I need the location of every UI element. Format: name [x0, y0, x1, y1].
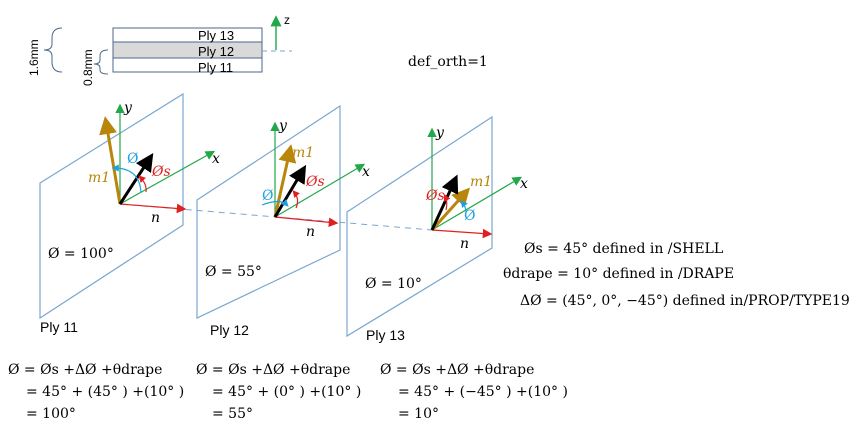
ply-13-plane: [346, 115, 493, 338]
ply-11-n-axis: [119, 203, 187, 214]
stack-ply-12-label: Ply 12: [198, 44, 234, 59]
ply-13-m1-label: m1: [470, 174, 492, 190]
ply-11-phis-arc: [138, 175, 147, 193]
formula-ply-13: Ø = Øs +ΔØ +θdrape = 45° + (−45° ) +(10°…: [380, 362, 568, 422]
ply-11-plane-group: x y n m1 Ø Øs Ø = 100° Ply 11: [39, 92, 220, 335]
definition-notes: Øs = 45° defined in /SHELL θdrape = 10° …: [503, 241, 850, 309]
formula-ply-11-line-1: Ø = Øs +ΔØ +θdrape: [8, 362, 162, 378]
ply-12-plane-group: x y n m1 Ø Øs Ø = 55° Ply 12: [196, 104, 370, 338]
ply-13-phi-arc: [460, 200, 468, 213]
ply-12-y-label: y: [278, 118, 288, 134]
dim-half-label: 0.8mm: [81, 49, 95, 86]
ply-11-x-axis: [119, 150, 216, 205]
ply-12-shell-vector: [273, 164, 307, 218]
ply-13-phis-arc: [443, 193, 451, 211]
formula-ply-12-line-1: Ø = Øs +ΔØ +θdrape: [196, 362, 350, 378]
ply-13-phis-label: Øs: [425, 188, 445, 204]
ply-13-plane-group: x y n m1 Ø Øs Ø = 10° Ply 13: [346, 115, 528, 343]
z-axis-label: z: [284, 13, 290, 27]
ply-11-phis-label: Øs: [151, 164, 171, 180]
ply-13-phi-value: Ø = 10°: [365, 276, 422, 292]
laminate-stack: Ply 13 Ply 12 Ply 11 1.6mm 0.8mm z: [27, 13, 292, 86]
ply-11-phi-value: Ø = 100°: [48, 246, 114, 262]
formula-ply-11-line-3: = 100°: [26, 406, 76, 422]
dim-total-label: 1.6mm: [27, 39, 41, 76]
def-orth-label: def_orth=1: [408, 54, 488, 70]
note-shell: Øs = 45° defined in /SHELL: [524, 241, 723, 257]
ply-13-y-label: y: [435, 125, 445, 141]
formula-ply-11: Ø = Øs +ΔØ +θdrape = 45° + (45° ) +(10° …: [8, 362, 184, 422]
ply-13-m1-vector: [430, 187, 471, 232]
note-drape: θdrape = 10° defined in /DRAPE: [503, 266, 734, 282]
ply-12-phis-label: Øs: [305, 174, 325, 190]
ply-13-x-label: x: [520, 176, 528, 192]
ply-11-m1-label: m1: [88, 170, 110, 186]
ply-13-name: Ply 13: [366, 327, 405, 343]
ply-11-shell-vector: [118, 152, 154, 205]
ply-12-x-axis: [274, 163, 366, 218]
ply-12-phi-arc: [261, 199, 289, 207]
formula-ply-12: Ø = Øs +ΔØ +θdrape = 45° + (0° ) +(10° )…: [196, 362, 361, 422]
stack-ply-11-label: Ply 11: [198, 60, 233, 75]
ply-11-y-label: y: [123, 100, 133, 116]
stack-ply-13-label: Ply 13: [198, 28, 234, 43]
ply-12-m1-label: m1: [292, 145, 314, 161]
ply-12-phi-value: Ø = 55°: [205, 264, 262, 280]
formula-ply-13-line-2: = 45° + (−45° ) +(10° ): [398, 384, 568, 400]
ply-12-phi-label: Ø: [262, 188, 273, 204]
ply-11-plane: [39, 92, 184, 320]
ply-13-shell-vector: [430, 174, 459, 231]
formula-ply-12-line-2: = 45° + (0° ) +(10° ): [212, 384, 361, 400]
ply-11-m1-vector: [99, 116, 122, 205]
brace-1-6mm: [43, 27, 63, 73]
ply-12-m1-vector: [273, 144, 297, 218]
ply-12-plane: [196, 104, 341, 319]
ply-13-x-axis: [431, 176, 523, 231]
ply-12-n-axis: [274, 216, 339, 228]
formula-ply-13-line-3: = 10°: [398, 406, 439, 422]
ply-11-name: Ply 11: [40, 319, 78, 335]
ply-11-phi-label: Ø: [127, 151, 138, 167]
formula-ply-11-line-2: = 45° + (45° ) +(10° ): [26, 384, 184, 400]
ply-13-phi-label: Ø: [464, 208, 475, 224]
ply-12-band: [112, 41, 263, 59]
ply-11-x-label: x: [212, 151, 220, 167]
formula-ply-13-line-1: Ø = Øs +ΔØ +θdrape: [380, 362, 534, 378]
formula-ply-12-line-3: = 55°: [212, 406, 253, 422]
note-delta: ΔØ = (45°, 0°, −45°) defined in/PROP/TYP…: [520, 293, 850, 309]
ply-11-phi-arc: [111, 164, 142, 194]
ply-12-name: Ply 12: [210, 322, 249, 338]
ply-12-n-label: n: [306, 224, 315, 240]
ply-13-band: [112, 27, 263, 43]
ply-12-phis-arc: [292, 190, 300, 209]
brace-0-8mm: [93, 49, 109, 75]
ply-11-band: [112, 57, 263, 73]
ply-11-n-label: n: [151, 210, 160, 226]
ply-13-n-label: n: [460, 236, 469, 252]
ply-13-n-axis: [431, 228, 493, 239]
ply-12-x-label: x: [362, 164, 370, 180]
